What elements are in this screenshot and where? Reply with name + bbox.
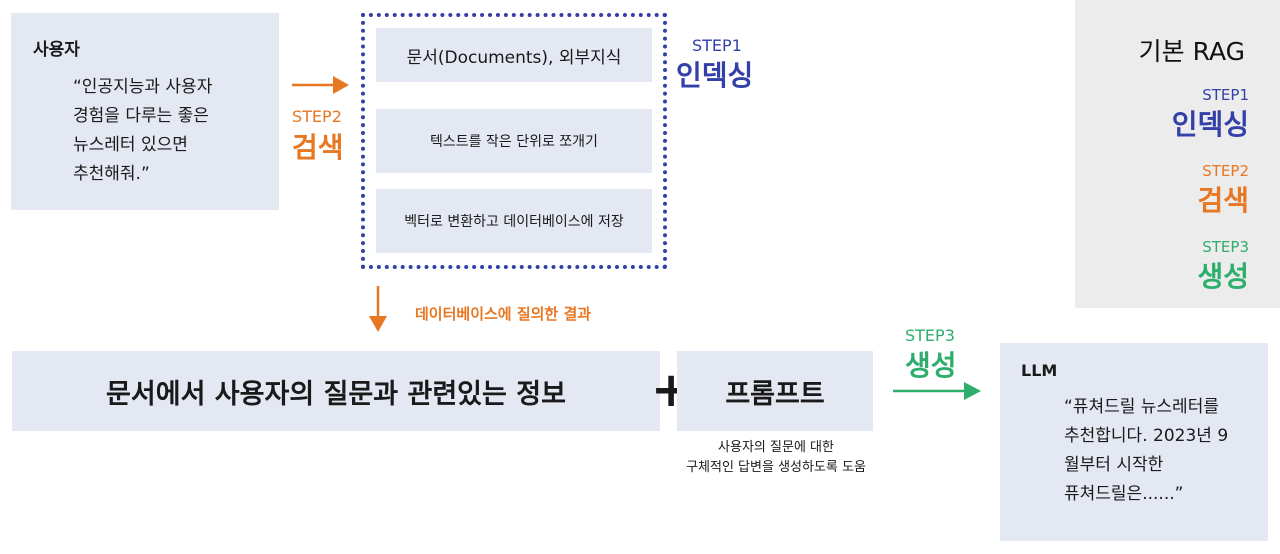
- arrow-to-llm: [893, 382, 981, 400]
- rag-legend-title: 기본 RAG: [1138, 37, 1245, 66]
- legend-step3-label: STEP3: [1202, 238, 1249, 256]
- search-step-name: 검색: [292, 131, 344, 164]
- query-result-label: 데이터베이스에 질의한 결과: [415, 305, 592, 323]
- legend-step1-label: STEP1: [1202, 86, 1249, 104]
- legend-step1-name: 인덱싱: [1171, 108, 1249, 141]
- legend-step2-name: 검색: [1197, 184, 1249, 217]
- user-title: 사용자: [33, 40, 80, 60]
- vector-store-row: 벡터로 변환하고 데이터베이스에 저장: [376, 189, 652, 253]
- generation-step-label: STEP3: [905, 326, 955, 345]
- llm-box: LLM “퓨쳐드릴 뉴스레터를 추천합니다. 2023년 9 월부터 시작한 퓨…: [1000, 343, 1268, 541]
- legend-step2-label: STEP2: [1202, 162, 1249, 180]
- documents-row: 문서(Documents), 외부지식: [376, 28, 652, 82]
- indexing-step-label: STEP1: [692, 36, 742, 55]
- llm-title: LLM: [1021, 361, 1058, 380]
- prompt-note: 사용자의 질문에 대한 구체적인 답변을 생성하도록 도움: [686, 440, 866, 475]
- retrieved-info-box: 문서에서 사용자의 질문과 관련있는 정보: [12, 351, 660, 431]
- search-step-label: STEP2: [292, 107, 342, 126]
- arrow-to-indexing: [292, 76, 349, 94]
- indexing-step-name: 인덱싱: [676, 59, 754, 92]
- llm-answer: “퓨쳐드릴 뉴스레터를 추천합니다. 2023년 9 월부터 시작한 퓨쳐드릴은…: [1064, 397, 1229, 504]
- rag-legend-panel: 기본 RAG STEP1 인덱싱 STEP2 검색 STEP3 생성: [1075, 0, 1280, 308]
- legend-step3-name: 생성: [1197, 260, 1249, 293]
- user-question: “인공지능과 사용자 경험을 다루는 좋은 뉴스레터 있으면 추천해줘.”: [73, 77, 213, 184]
- indexing-frame: 문서(Documents), 외부지식 텍스트를 작은 단위로 쪼개기 벡터로 …: [361, 13, 667, 269]
- generation-step-name: 생성: [905, 349, 957, 382]
- chunking-row: 텍스트를 작은 단위로 쪼개기: [376, 109, 652, 173]
- user-box: 사용자 “인공지능과 사용자 경험을 다루는 좋은 뉴스레터 있으면 추천해줘.…: [11, 13, 279, 210]
- arrow-down-query: [369, 286, 387, 332]
- prompt-box: 프롬프트: [677, 351, 873, 431]
